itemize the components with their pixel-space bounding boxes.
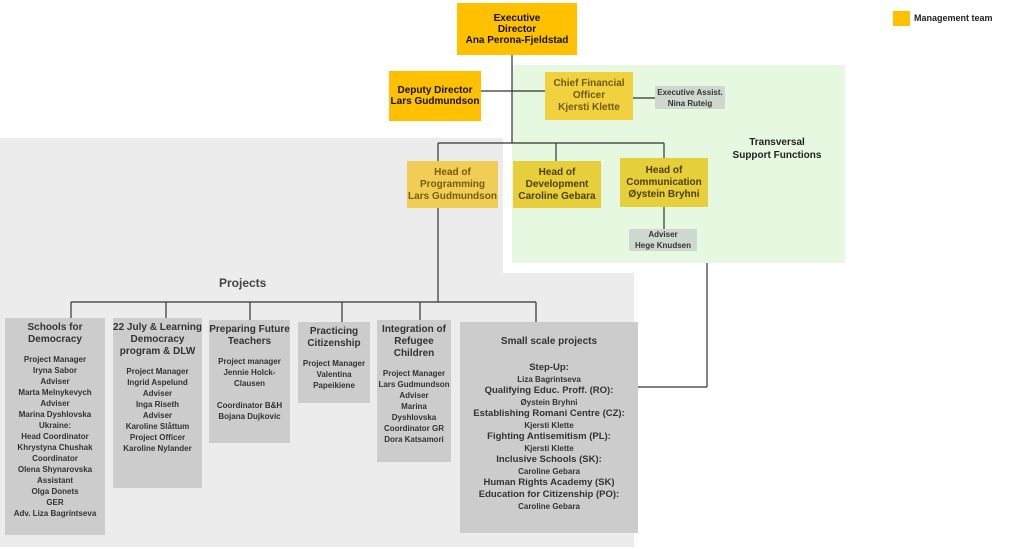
deputy-director-box: Deputy Director Lars Gudmundson [389,71,481,121]
cfo-title: Chief Financial Officer [553,78,625,101]
executive-director-box: Executive Director Ana Perona-Fjeldstad [457,3,577,55]
project-practicing-citizenship: Practicing Citizenship Project Manager V… [298,322,370,403]
adviser-name: Hege Knudsen [634,241,691,250]
small-project-person: Liza Bagrintseva [517,375,581,384]
executive-assistant-title: Executive Assist. [657,87,723,97]
deputy-director-name: Lars Gudmundson [390,96,480,107]
small-project-name: Education for Citizenship (PO): [478,489,620,500]
projects-label: Projects [219,276,267,290]
transversal-label: Transversal Support Functions [732,137,822,161]
small-scale-projects-box: Small scale projects Step-Up: Liza Bagrin… [460,322,638,533]
legend-swatch [893,11,910,26]
small-project-name: Qualifying Educ. Proff. (RO): [484,385,614,396]
head-of-development-name: Caroline Gebara [518,190,596,202]
small-project-person: Kjersti Klette [524,421,574,430]
small-project-person: Øystein Bryhni [520,398,578,407]
project-details: Project manager Jennie Holck- Clausen Co… [216,357,283,421]
executive-assistant-box: Executive Assist. Nina Ruteig [655,86,725,109]
project-title: Integration of Refugee Children [382,324,446,359]
executive-director-name: Ana Perona-Fjeldstad [465,34,569,46]
cfo-name: Kjersti Klette [558,102,620,113]
small-project-person: Caroline Gebara [518,467,580,476]
project-22-july-learning-democracy: 22 July & Learning Democracy program & D… [113,318,202,488]
adviser-title: Adviser [648,230,678,239]
small-scale-title: Small scale projects [500,336,598,347]
head-of-development-box: Head of Development Caroline Gebara [513,161,601,208]
legend-label: Management team [914,13,993,23]
executive-director-title: Executive Director [493,12,541,35]
small-project-name: Establishing Romani Centre (CZ): [473,408,625,419]
head-of-programming-box: Head of Programming Lars Gudmundson [407,161,498,208]
head-of-communication-title: Head of Communication [626,164,702,188]
project-details: Project Manager Lars Gudmundson Adviser … [378,369,450,444]
head-of-programming-title: Head of Programming [419,166,485,190]
adviser-box: Adviser Hege Knudsen [629,229,697,251]
deputy-director-title: Deputy Director [397,85,473,96]
small-project-name: Step-Up: [529,362,569,373]
executive-assistant-name: Nina Ruteig [667,98,713,108]
project-details: Project Manager Iryna Sabor Adviser Mart… [13,355,97,518]
cfo-box: Chief Financial Officer Kjersti Klette [545,72,633,120]
project-integration-of-refugee-children: Integration of Refugee Children Project … [377,320,451,462]
project-title: Schools for Democracy [27,322,83,345]
project-preparing-future-teachers: Preparing Future Teachers Project manage… [209,320,290,443]
project-title: 22 July & Learning Democracy program & D… [113,322,202,357]
head-of-development-title: Head of Development [525,166,589,190]
small-project-person: Caroline Gebara [518,502,580,511]
small-project-name: Human Rights Academy (SK) [483,477,615,488]
project-details: Project Manager Valentina Papeikiene [302,359,366,390]
head-of-communication-box: Head of Communication Øystein Bryhni [620,158,708,207]
project-schools-for-democracy: Schools for Democracy Project Manager Ir… [5,318,105,535]
head-of-programming-name: Lars Gudmundson [408,190,497,202]
project-title: Preparing Future Teachers [209,324,290,347]
small-project-name: Fighting Antisemitism (PL): [487,431,611,442]
project-details: Project Manager Ingrid Aspelund Adviser … [123,367,192,453]
small-project-person: Kjersti Klette [524,444,574,453]
small-project-name: Inclusive Schools (SK): [496,454,602,465]
project-title: Practicing Citizenship [307,326,361,349]
head-of-communication-name: Øystein Bryhni [628,188,700,200]
